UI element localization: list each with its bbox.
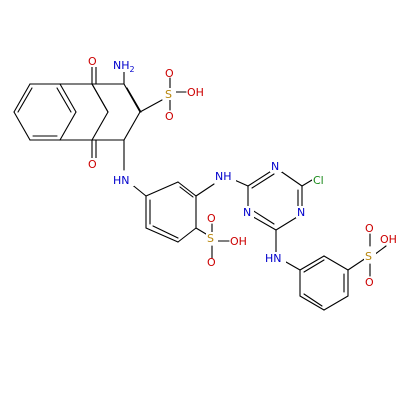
hydroxyl-2: OH	[230, 235, 247, 248]
hydroxyl-3: OH	[380, 233, 397, 246]
chlorine-label: Cl	[313, 174, 324, 187]
triazine-nitrogen-1: N	[271, 160, 279, 173]
triazine-nitrogen-2: N	[243, 206, 251, 219]
bond-lines	[13, 65, 387, 311]
sulfur-2: S	[207, 232, 214, 245]
sulfonyl-oxygen-2b: O	[207, 256, 216, 269]
sulfonyl-oxygen-2a: O	[207, 212, 216, 225]
imino-label-lower: HN	[265, 252, 282, 265]
atom-labels: NH2 O O S O O OH HN NH S O O OH N N N Cl…	[87, 55, 397, 289]
imino-label-mid: NH	[215, 170, 232, 183]
sulfur-3: S	[365, 250, 372, 263]
carbonyl-oxygen-top: O	[88, 55, 97, 68]
sulfur-1: S	[165, 88, 172, 101]
imino-label-left: HN	[113, 174, 130, 187]
triazine-nitrogen-3: N	[297, 206, 305, 219]
sulfonyl-oxygen-3b: O	[365, 276, 374, 289]
amino-label: NH2	[113, 59, 135, 74]
carbonyl-oxygen-bottom: O	[88, 158, 97, 171]
sulfonyl-oxygen-3a: O	[365, 222, 374, 235]
sulfonyl-oxygen-1b: O	[165, 110, 174, 123]
hydroxyl-1: OH	[187, 86, 204, 99]
sulfonyl-oxygen-1a: O	[165, 67, 174, 80]
